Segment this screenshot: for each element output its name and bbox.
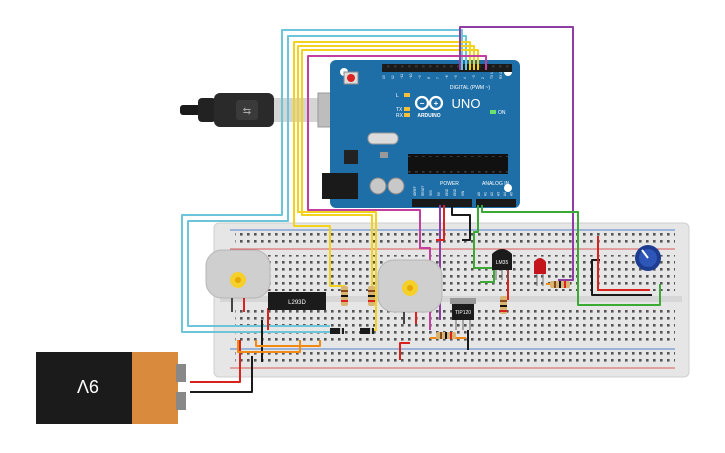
resistor-2[interactable] (368, 286, 375, 306)
driver-ic-label: L293D (288, 300, 306, 306)
temp-sensor-label: LM35 (496, 260, 509, 266)
digital-pin-label: ~9 (418, 75, 422, 79)
reset-button[interactable] (347, 74, 355, 82)
analog-pin-label: A3 (497, 192, 501, 196)
dc-motor-2[interactable] (377, 259, 443, 324)
power-pin-label: IOREF (413, 186, 417, 196)
digital-pin-label: ~5 (454, 75, 458, 79)
analog-label: ANALOG IN (482, 181, 510, 187)
resistor-4[interactable] (500, 296, 507, 314)
battery-label: 9V (77, 376, 99, 396)
tip120-transistor[interactable]: TIP120 (450, 298, 476, 330)
analog-pin-label: A5 (510, 192, 514, 196)
lm35-temp-sensor[interactable]: LM35 (492, 249, 512, 280)
red-led[interactable] (534, 258, 546, 286)
battery-9v[interactable]: 9V (36, 352, 186, 424)
power-jack[interactable] (322, 173, 358, 199)
power-pin-label: GND (453, 188, 457, 196)
led-rx-label: RX (396, 113, 404, 119)
resistor-3[interactable] (436, 332, 456, 339)
brand-label: ARDUINO (417, 113, 440, 119)
analog-pin-label: A0 (477, 192, 481, 196)
analog-pin-label: A1 (484, 192, 488, 196)
led-l-label: L (396, 93, 399, 99)
wires[interactable] (181, 26, 661, 393)
power-pin-label: RESET (421, 185, 425, 196)
digital-pin-label: 8 (427, 77, 431, 79)
digital-pin-label: RX 0 (499, 72, 503, 79)
power-pin-label: GND (445, 188, 449, 196)
atmega-chip (408, 154, 508, 174)
potentiometer[interactable] (635, 245, 661, 271)
l293d-driver-ic[interactable]: L293D (268, 292, 326, 310)
led-on-label: ON (498, 110, 506, 116)
led-tx-label: TX (396, 107, 403, 113)
power-label: POWER (440, 181, 459, 187)
resistor-5[interactable] (550, 281, 570, 288)
resistor-1[interactable] (341, 286, 348, 306)
digital-pin-label: ~3 (472, 75, 476, 79)
usb-chip (344, 150, 358, 164)
digital-label: DIGITAL (PWM ~) (450, 85, 490, 91)
digital-pin-label: 7 (436, 77, 440, 79)
usb-cable[interactable]: ⇆ (180, 92, 343, 128)
analog-pin-label: A4 (503, 192, 507, 196)
analog-pin-label: A2 (490, 192, 494, 196)
digital-pin-label: ~10 (409, 73, 413, 79)
svg-text:−: − (420, 99, 425, 108)
power-pin-label: 5V (437, 191, 441, 196)
diode-2[interactable] (360, 328, 374, 334)
digital-pin-label: ~11 (400, 74, 404, 79)
arduino-board[interactable]: DIGITAL (PWM ~) L TX RX ON − + ARDUINO U… (322, 60, 520, 208)
arduino-logo: − + (414, 95, 444, 111)
model-label: UNO (452, 96, 481, 111)
digital-pin-label: 4 (463, 77, 467, 79)
digital-pin-label: 12 (391, 75, 395, 79)
digital-pin-label: 13 (382, 75, 386, 79)
usb-icon: ⇆ (243, 106, 251, 117)
analog-header[interactable] (476, 199, 516, 207)
power-pin-label: VIN (461, 190, 465, 196)
dc-motor-1[interactable] (205, 249, 271, 312)
diode-1[interactable] (330, 328, 344, 334)
svg-text:+: + (434, 99, 439, 108)
transistor-label: TIP120 (455, 310, 471, 316)
power-header[interactable] (412, 199, 472, 207)
digital-pin-label: ~6 (445, 75, 449, 79)
power-pin-label: 3V3 (429, 190, 433, 196)
digital-pin-label: 2 (481, 77, 485, 79)
digital-pin-label: TX 1 (490, 72, 494, 79)
crystal (367, 132, 399, 145)
